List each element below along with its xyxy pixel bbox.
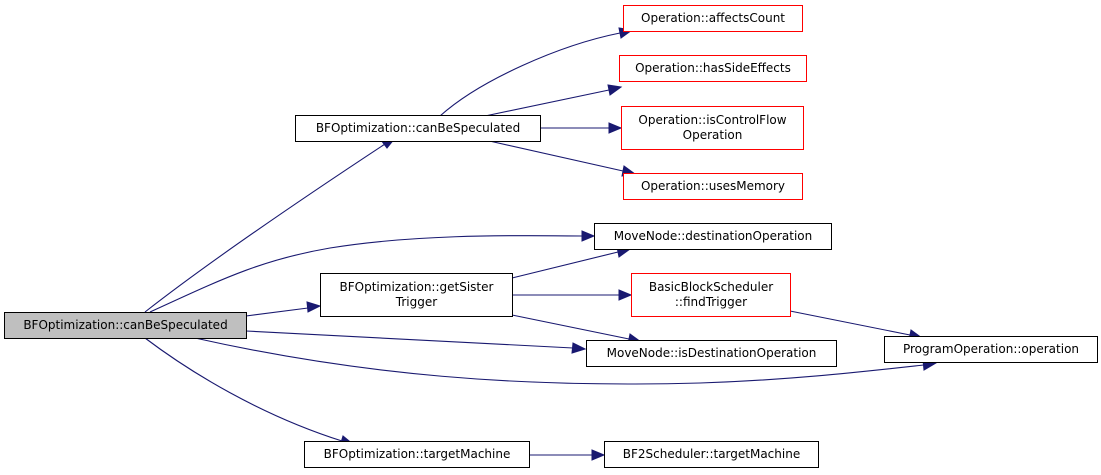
- node-affects-count[interactable]: Operation::affectsCount: [623, 5, 803, 32]
- arrowhead: [571, 342, 587, 354]
- arrowhead: [608, 122, 623, 134]
- edge-get-sister-trigger-to-is-destination-operation: [511, 314, 630, 340]
- edge-root-to-get-sister-trigger: [245, 307, 309, 317]
- edge-find-trigger-to-program-operation: [789, 310, 911, 336]
- node-is-control-flow-operation[interactable]: Operation::isControlFlow Operation: [621, 106, 804, 150]
- node-get-sister-trigger[interactable]: BFOptimization::getSister Trigger: [320, 273, 513, 317]
- arrowhead: [306, 301, 322, 313]
- edge-root-to-is-destination-operation: [245, 330, 574, 349]
- node-has-side-effects[interactable]: Operation::hasSideEffects: [619, 55, 807, 82]
- arrowhead: [618, 289, 633, 301]
- node-bf2-scheduler-target-machine[interactable]: BF2Scheduler::targetMachine: [604, 441, 819, 468]
- edge-can-be-speculated-to-uses-memory: [484, 139, 624, 172]
- edge-root-to-target-machine: [144, 337, 343, 442]
- edge-root-to-destination-operation: [149, 235, 583, 313]
- arrowhead: [607, 84, 623, 96]
- edge-can-be-speculated-to-affects-count: [439, 32, 621, 117]
- edge-root-to-can-be-speculated: [144, 143, 386, 313]
- node-target-machine[interactable]: BFOptimization::targetMachine: [304, 441, 530, 468]
- node-uses-memory[interactable]: Operation::usesMemory: [623, 173, 803, 200]
- edge-get-sister-trigger-to-destination-operation: [511, 251, 619, 279]
- node-root-can-be-speculated: BFOptimization::canBeSpeculated: [4, 312, 247, 339]
- node-is-destination-operation[interactable]: MoveNode::isDestinationOperation: [586, 340, 837, 367]
- arrowhead: [581, 230, 596, 242]
- node-find-trigger[interactable]: BasicBlockScheduler ::findTrigger: [631, 273, 791, 317]
- edge-can-be-speculated-to-has-side-effects: [484, 89, 610, 117]
- node-program-operation[interactable]: ProgramOperation::operation: [884, 336, 1098, 363]
- arrowhead: [591, 449, 606, 461]
- node-can-be-speculated[interactable]: BFOptimization::canBeSpeculated: [295, 115, 541, 142]
- edge-root-to-program-operation: [194, 337, 925, 385]
- node-destination-operation[interactable]: MoveNode::destinationOperation: [594, 223, 832, 250]
